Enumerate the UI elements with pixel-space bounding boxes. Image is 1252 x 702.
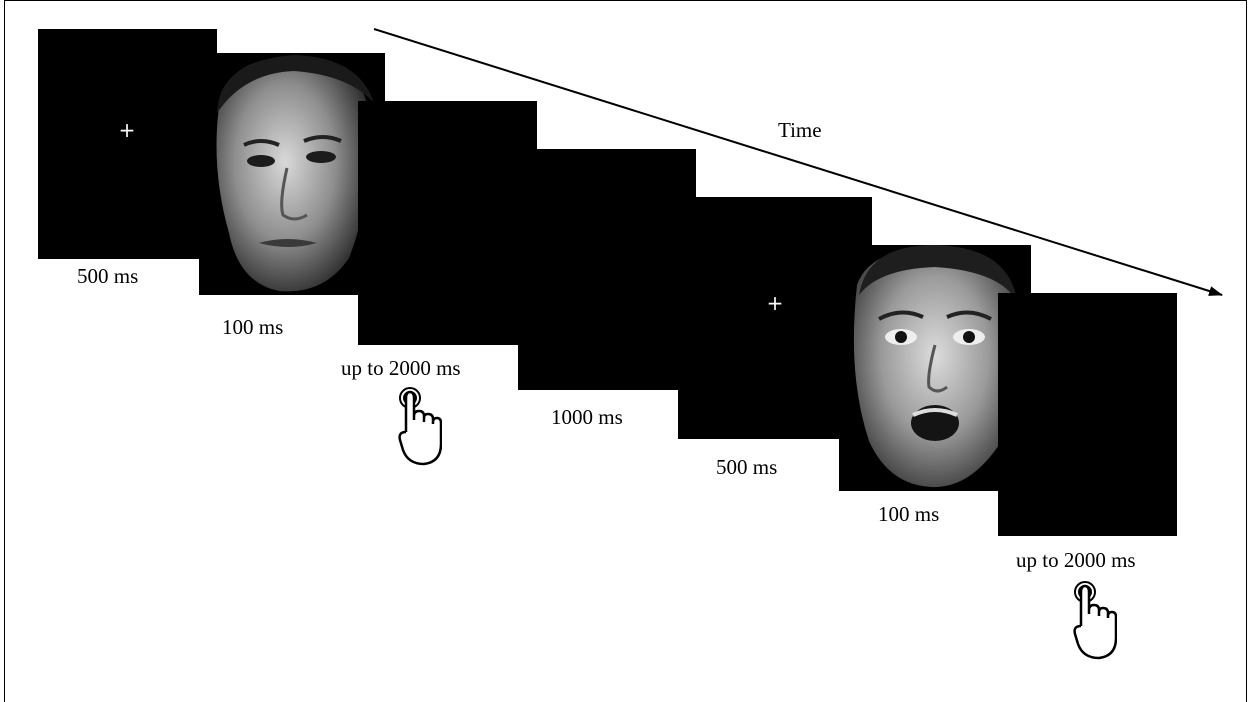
- pointing-hand-icon: [398, 387, 442, 466]
- blank-screen: [518, 149, 696, 390]
- neutral-face-image: [216, 55, 374, 292]
- duration-label-response-2: up to 2000 ms: [1016, 548, 1136, 572]
- duration-label-blank: 1000 ms: [551, 405, 623, 429]
- response-screen-1: [358, 101, 537, 345]
- duration-label-face-2: 100 ms: [878, 502, 940, 526]
- face-screen-1: [199, 53, 385, 295]
- fearful-face-image: [853, 245, 1017, 488]
- duration-label-fixation-1: 500 ms: [77, 264, 139, 288]
- duration-label-response-1: up to 2000 ms: [341, 356, 461, 380]
- fixation-screen-1: +: [38, 29, 217, 259]
- time-label: Time: [778, 118, 822, 142]
- response-screen-2: [998, 293, 1177, 536]
- fixation-cross-2: +: [766, 291, 784, 315]
- duration-label-face-1: 100 ms: [222, 315, 284, 339]
- fixation-cross-1: +: [118, 118, 136, 142]
- duration-label-fixation-2: 500 ms: [716, 455, 778, 479]
- pointing-hand-icon: [1073, 581, 1117, 660]
